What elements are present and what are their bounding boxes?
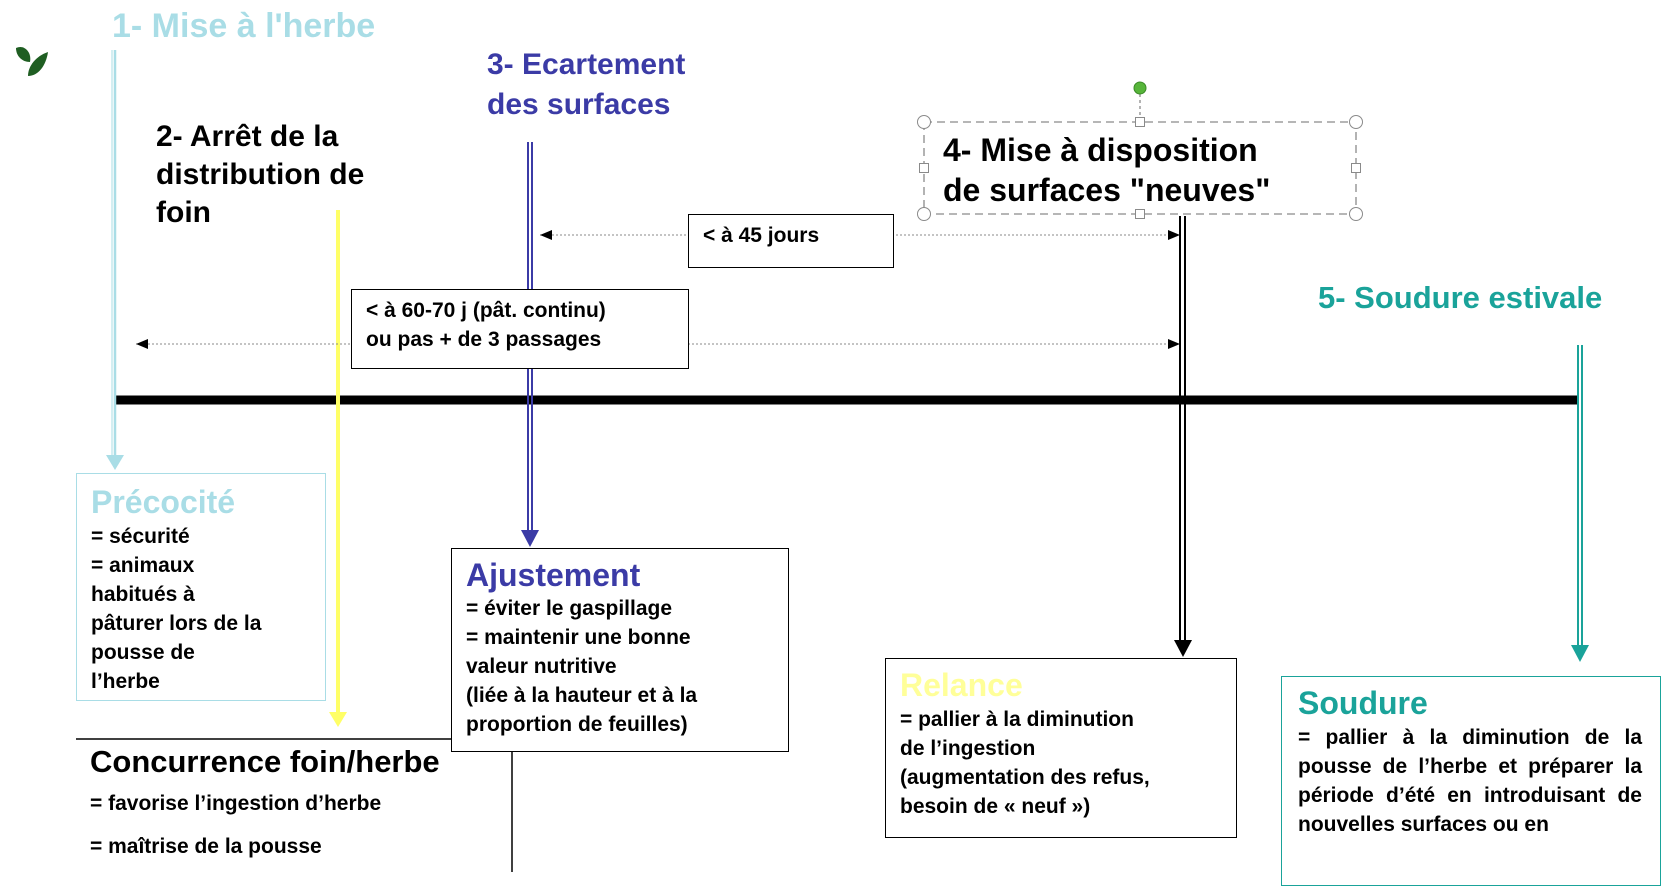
soudure-title: Soudure <box>1298 685 1428 721</box>
stage2-arrowhead <box>329 712 347 727</box>
precocite-title: Précocité <box>91 484 236 520</box>
selection-handle-br[interactable] <box>1349 207 1363 221</box>
stage5-title: 5- Soudure estivale <box>1318 280 1603 315</box>
soudure-box: Soudure = pallier à la diminution de la … <box>1281 676 1661 886</box>
stage3-title: 3- Ecartement des surfaces <box>487 48 686 121</box>
stage1-title: 1- Mise à l'herbe <box>112 7 376 45</box>
selection-handle-bm[interactable] <box>1135 209 1145 219</box>
stage3-arrowhead <box>521 530 539 547</box>
selection-handle-tr[interactable] <box>1349 115 1363 129</box>
concurrence-title: Concurrence foin/herbe <box>90 744 440 779</box>
soudure-text: = pallier à la diminution de la pousse d… <box>1298 726 1642 836</box>
leaf-logo-icon <box>16 46 48 76</box>
interval-long-label: < à 60-70 j (pât. continu) ou pas + de 3… <box>351 289 689 369</box>
stage5-arrowhead <box>1571 645 1589 662</box>
concurrence-box: Concurrence foin/herbe = favorise l’inge… <box>90 744 510 861</box>
interval-short-label: < à 45 jours <box>688 214 894 268</box>
selection-handle-bl[interactable] <box>917 207 931 221</box>
stage4-title[interactable]: 4- Mise à disposition de surfaces "neuve… <box>943 132 1271 208</box>
ajustement-title: Ajustement <box>466 557 641 593</box>
relance-box: Relance = pallier à la diminution de l’i… <box>885 658 1237 838</box>
selection-handle-ml[interactable] <box>919 163 929 173</box>
selection-handle-tl[interactable] <box>917 115 931 129</box>
ajustement-box: Ajustement = éviter le gaspillage = main… <box>451 548 789 752</box>
selection-handle-tm[interactable] <box>1135 117 1145 127</box>
stage1-arrowhead <box>106 455 124 470</box>
selection-handle-mr[interactable] <box>1351 163 1361 173</box>
rotation-handle <box>1133 81 1147 95</box>
precocite-box: Précocité = sécurité = animaux habitués … <box>76 473 326 701</box>
stage4-arrowhead <box>1174 640 1192 657</box>
stage2-title: 2- Arrêt de la distribution de foin <box>156 120 365 229</box>
relance-title: Relance <box>900 667 1023 703</box>
